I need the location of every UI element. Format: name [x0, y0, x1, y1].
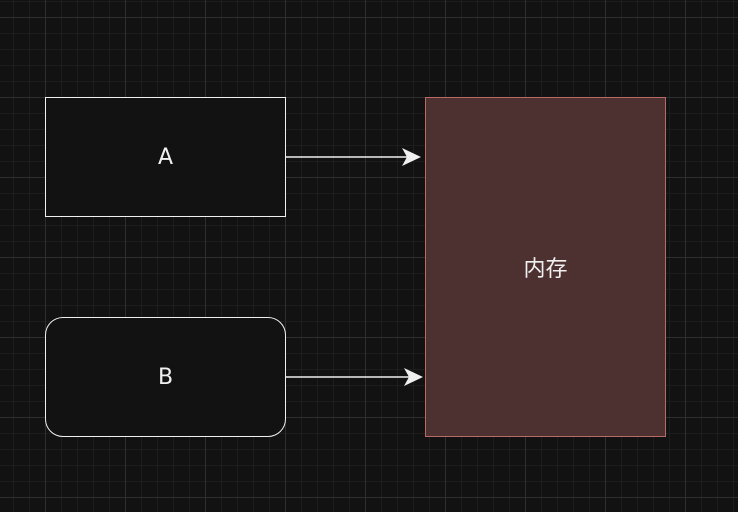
node-a[interactable]: A — [45, 97, 286, 217]
edge-a-to-memory[interactable] — [286, 148, 421, 166]
node-memory[interactable]: 内存 — [425, 97, 666, 437]
node-b-label: B — [157, 364, 174, 390]
node-memory-label: 内存 — [523, 257, 568, 282]
edge-b-to-memory[interactable] — [286, 368, 423, 386]
arrowhead-icon — [402, 148, 421, 166]
arrowhead-icon — [404, 368, 423, 386]
node-a-label: A — [157, 144, 174, 170]
node-b[interactable]: B — [45, 317, 286, 437]
